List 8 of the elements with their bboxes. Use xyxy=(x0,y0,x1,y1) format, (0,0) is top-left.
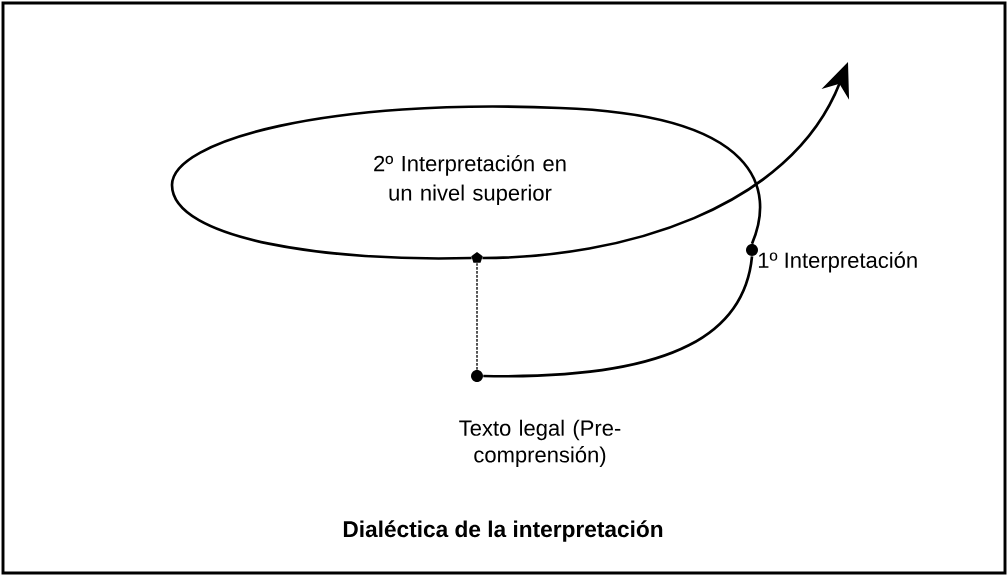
beside-label: Texto legal (Pre-comprensión) xyxy=(459,419,621,467)
connector-line xyxy=(483,256,754,378)
beside-label: 1º Interpretación xyxy=(758,251,917,273)
title: Dialéctica de la interpretación xyxy=(343,520,663,542)
connector-line xyxy=(170,105,762,260)
connector-line xyxy=(476,262,478,371)
loop-label: 2º Interpretación en un nivel superior xyxy=(374,154,566,206)
pentagon-marker xyxy=(471,252,483,263)
